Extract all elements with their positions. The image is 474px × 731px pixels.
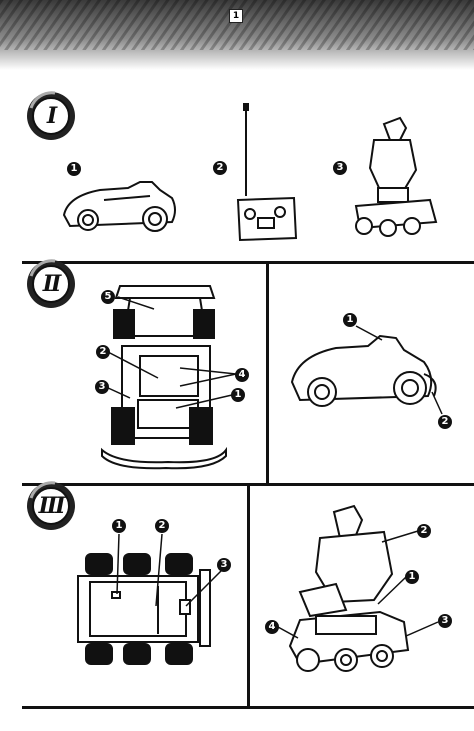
callout-marker: 3: [438, 614, 452, 628]
callout-marker: 3: [217, 558, 231, 572]
leader-line: [179, 367, 237, 375]
section-divider: [22, 483, 474, 486]
leader-line: [117, 296, 155, 310]
leader-line: [107, 351, 159, 379]
section-badge-2: II: [25, 258, 77, 310]
leader-line: [277, 626, 299, 639]
leader-line: [179, 373, 237, 387]
page-number: 1: [229, 9, 243, 23]
leader-line: [377, 576, 407, 605]
callout-marker: 2: [213, 161, 227, 175]
callout-marker: 2: [438, 415, 452, 429]
callout-marker: 1: [112, 519, 126, 533]
section-divider: [266, 263, 269, 483]
car-side-illustration: [290, 334, 437, 407]
callout-marker: 1: [343, 313, 357, 327]
callout-marker: 1: [231, 388, 245, 402]
section-number: I: [46, 103, 57, 129]
car-underside-illustration: [101, 285, 227, 470]
section-divider: [247, 485, 250, 707]
car-illustration: [62, 181, 176, 232]
callout-marker: 3: [333, 161, 347, 175]
leader-line: [175, 394, 233, 409]
section-badge-1: I: [25, 90, 77, 142]
callout-marker: 2: [417, 524, 431, 538]
remote-control-illustration: [236, 103, 298, 242]
leader-line: [431, 391, 443, 415]
page-header-band: 1: [0, 0, 474, 70]
leader-line: [405, 621, 439, 637]
robot-base-top-illustration: [77, 553, 211, 665]
callout-marker: 1: [67, 162, 81, 176]
section-number: II: [42, 271, 62, 297]
section-badge-3: III: [25, 480, 77, 532]
callout-marker: 2: [96, 345, 110, 359]
callout-marker: 4: [235, 368, 249, 382]
leader-line: [116, 533, 120, 595]
robot-side-illustration: [288, 504, 410, 672]
callout-marker: 1: [405, 570, 419, 584]
badge-ring-icon: [27, 91, 75, 140]
section-number: III: [38, 493, 66, 519]
callout-marker: 4: [265, 620, 279, 634]
section-divider: [22, 706, 474, 709]
leader-line: [155, 533, 163, 607]
callout-marker: 2: [155, 519, 169, 533]
callout-marker: 5: [101, 290, 115, 304]
leader-line: [185, 569, 223, 607]
leader-line: [105, 386, 131, 399]
robot-illustration: [354, 116, 438, 237]
callout-marker: 3: [95, 380, 109, 394]
badge-ring-icon: [27, 481, 75, 530]
leader-line: [381, 530, 419, 543]
badge-ring-icon: [27, 259, 75, 308]
leader-line: [355, 325, 383, 341]
section-divider: [22, 261, 474, 264]
